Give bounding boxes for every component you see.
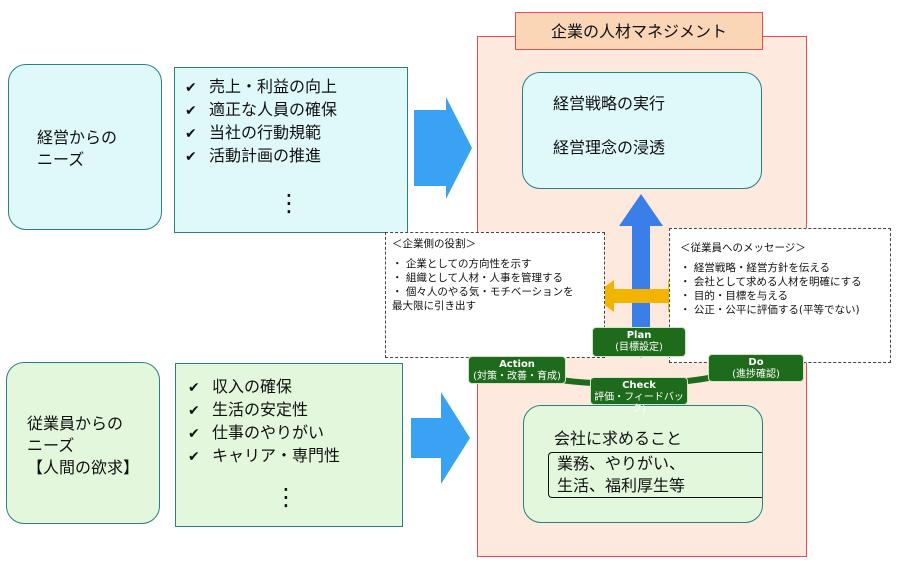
employee-needs-list: 収入の確保 生活の安定性 仕事のやりがい キャリア・専門性 ⋮ [175, 363, 403, 527]
management-need-item: 売上・利益の向上 [185, 76, 407, 99]
pdca-action-sub: (対策・改善・育成) [473, 371, 561, 382]
employee-message-title: ＜従業員へのメッセージ＞ [680, 242, 806, 254]
company-role-title: ＜企業側の役割＞ [392, 238, 476, 250]
management-need-item: 当社の行動規範 [185, 122, 407, 145]
up-down-arrow-icon [619, 194, 663, 358]
pdca-do-sub: (進捗確認) [732, 369, 780, 380]
requirements-box: 会社に求めること 業務、やりがい、 生活、福利厚生等 [523, 405, 763, 523]
employee-needs-label-3: 【人間の欲求】 [27, 458, 140, 477]
employee-message-note: ＜従業員へのメッセージ＞ 経営戦略・経営方針を伝える 会社として求める人材を明確… [669, 228, 891, 363]
management-needs-label-1: 経営からの [37, 128, 118, 147]
employee-needs-label: 従業員からの ニーズ 【人間の欲求】 [6, 362, 160, 524]
company-role-note: ＜企業側の役割＞ 企業としての方向性を示す 組織として人材・人事を管理する 個々… [385, 232, 605, 358]
employee-need-item: 仕事のやりがい [188, 422, 402, 445]
requirements-bracket-group: 業務、やりがい、 生活、福利厚生等 [548, 452, 762, 498]
company-role-item: 個々人のやる気・モチベーションを [392, 285, 598, 299]
employee-message-item: 目的・目標を与える [680, 289, 884, 303]
more-dots: ⋮ [277, 189, 301, 217]
pdca-plan: Plan (目標設定) [592, 327, 686, 357]
pdca-action: Action (対策・改善・育成) [468, 356, 566, 384]
company-role-item: 企業としての方向性を示す [392, 257, 598, 271]
pdca-action-name: Action [499, 359, 535, 370]
pdca-check-sub: 評価・フィードバック) [594, 392, 684, 415]
employee-message-item: 公正・公平に評価する(平等でない) [680, 303, 884, 317]
employee-message-item: 会社として求める人材を明確にする [680, 275, 884, 289]
more-dots: ⋮ [274, 483, 298, 511]
pdca-do: Do (進捗確認) [708, 354, 804, 382]
requirements-heading: 会社に求めること [554, 429, 683, 448]
company-role-continuation: 最大限に引き出す [392, 300, 476, 312]
strategy-line-1: 経営戦略の実行 [553, 94, 666, 113]
pdca-plan-sub: (目標設定) [615, 342, 663, 353]
employee-needs-label-2: ニーズ [27, 436, 75, 455]
requirements-line-2: 業務、やりがい、 [557, 454, 686, 473]
requirements-line-3: 生活、福利厚生等 [557, 476, 686, 495]
employee-need-item: 収入の確保 [188, 376, 402, 399]
management-title: 企業の人材マネジメント [515, 12, 763, 50]
right-arrow-icon [411, 392, 470, 484]
employee-message-item: 経営戦略・経営方針を伝える [680, 261, 884, 275]
management-needs-list: 売上・利益の向上 適正な人員の確保 当社の行動規範 活動計画の推進 ⋮ [174, 67, 408, 233]
company-role-item: 組織として人材・人事を管理する [392, 271, 598, 285]
left-right-arrow-icon [592, 280, 690, 312]
strategy-box: 経営戦略の実行 経営理念の浸透 [522, 72, 762, 189]
pdca-check: Check 評価・フィードバック) [590, 377, 688, 415]
strategy-line-2: 経営理念の浸透 [553, 138, 666, 157]
management-need-item: 適正な人員の確保 [185, 99, 407, 122]
management-needs-label: 経営からの ニーズ [8, 64, 162, 230]
employee-need-item: 生活の安定性 [188, 399, 402, 422]
right-arrow-icon [414, 97, 472, 199]
pdca-plan-name: Plan [626, 330, 652, 341]
management-needs-label-2: ニーズ [37, 150, 85, 169]
employee-needs-label-1: 従業員からの [27, 414, 124, 433]
pdca-do-name: Do [748, 357, 764, 368]
management-need-item: 活動計画の推進 [185, 145, 407, 168]
employee-need-item: キャリア・専門性 [188, 445, 402, 468]
pdca-check-name: Check [622, 380, 656, 391]
